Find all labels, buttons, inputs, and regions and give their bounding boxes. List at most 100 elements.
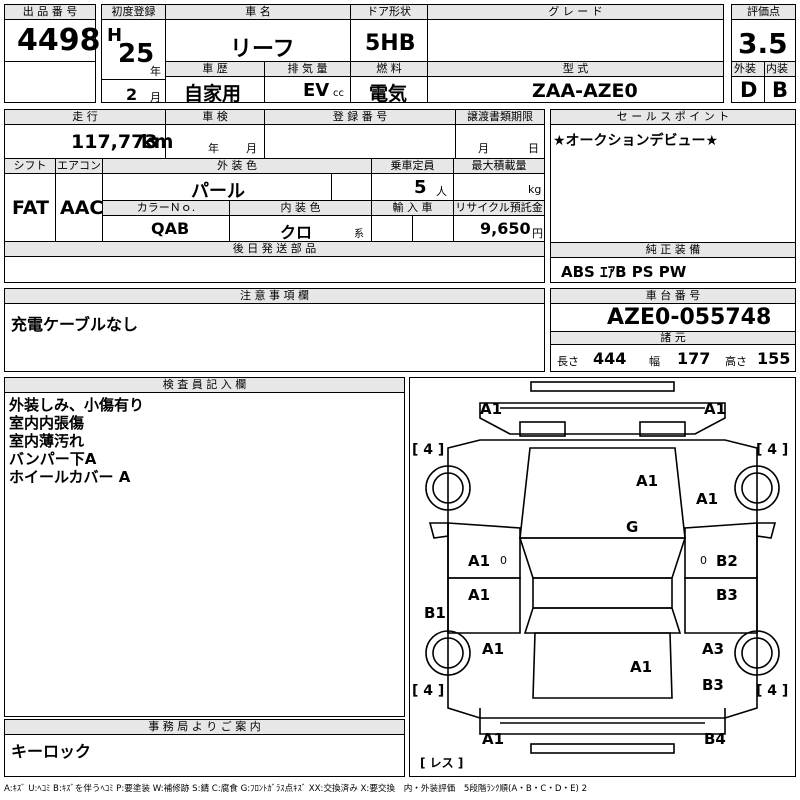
inspector-note-line: 室内内張傷 bbox=[9, 414, 85, 432]
length-label: 長さ bbox=[557, 355, 579, 368]
sales-point-box: セ ー ル ス ポ イ ン ト ★オークションデビュー★ bbox=[550, 109, 796, 243]
displacement-box: 排 気 量 EV cc bbox=[264, 61, 351, 103]
inspection-month-unit: 月 bbox=[246, 142, 257, 155]
year-value: 25 bbox=[118, 39, 155, 69]
later-parts-box: 後 日 発 送 部 品 bbox=[4, 241, 545, 283]
inspection-year-unit: 年 bbox=[208, 142, 219, 155]
door-value: 5HB bbox=[365, 31, 416, 56]
import-label: 輸 入 車 bbox=[372, 201, 453, 216]
height-label: 高さ bbox=[725, 355, 747, 368]
damage-rear-hatch: A1 bbox=[630, 658, 653, 676]
mileage-box: 走 行 117,773 km bbox=[4, 109, 173, 159]
color-no-box: カラーＮｏ. QAB bbox=[102, 200, 230, 242]
notes-box: 注 意 事 項 欄 充電ケーブルなし bbox=[4, 288, 545, 372]
damage-windshield: G bbox=[626, 518, 639, 536]
maxload-unit: kg bbox=[528, 183, 542, 196]
damage-front-right-corner: A1 bbox=[704, 400, 727, 418]
notes-label: 注 意 事 項 欄 bbox=[5, 289, 544, 304]
specs-label: 諸 元 bbox=[551, 332, 795, 345]
grade-box: グ レ ー ド bbox=[427, 4, 724, 62]
interior-color-label: 内 装 色 bbox=[230, 201, 371, 216]
displacement-unit: cc bbox=[333, 88, 344, 99]
exterior-label: 外装 bbox=[734, 62, 756, 75]
spare-tire-mark: [ レス ] bbox=[420, 756, 464, 770]
mileage-value: 117,773 bbox=[71, 131, 158, 153]
model-value: ZAA-AZE0 bbox=[532, 80, 638, 102]
tire-mark-front-left: [ 4 ] bbox=[412, 442, 445, 458]
ac-label: エアコン bbox=[56, 159, 102, 174]
capacity-unit: 人 bbox=[436, 185, 447, 198]
fuel-label: 燃 料 bbox=[351, 62, 427, 77]
inspector-note-line: 外装しみ、小傷有り bbox=[9, 396, 145, 414]
equipment-label: 純 正 装 備 bbox=[551, 243, 795, 258]
inspector-note-line: 室内薄汚れ bbox=[9, 432, 85, 450]
damage-right-rear-door: B3 bbox=[716, 586, 738, 604]
import-box: 輸 入 車 bbox=[371, 200, 454, 242]
car-name-value: リーフ bbox=[230, 37, 295, 62]
recycle-box: リサイクル預託金 9,650 円 bbox=[453, 200, 545, 242]
transfer-box: 譲渡書類期限 月 日 bbox=[455, 109, 545, 159]
history-label: 車 歴 bbox=[166, 62, 264, 77]
fuel-value: 電気 bbox=[369, 83, 408, 105]
tire-mark-front-right: [ 4 ] bbox=[756, 442, 789, 458]
inspector-note-line: バンパー下A bbox=[9, 450, 97, 468]
exterior-interior-box: 外装 内装 D B bbox=[731, 61, 796, 103]
displacement-value: EV bbox=[303, 80, 330, 101]
specs-box: 諸 元 長さ 444 幅 177 高さ 155 bbox=[550, 331, 796, 372]
grade-label: グ レ ー ド bbox=[428, 5, 723, 20]
transfer-day-unit: 日 bbox=[528, 142, 539, 155]
exterior-value: D bbox=[740, 78, 758, 102]
interior-color-unit: 系 bbox=[354, 229, 364, 240]
tire-mark-rear-right: [ 4 ] bbox=[756, 683, 789, 699]
zero-mark-right: 0 bbox=[700, 554, 707, 567]
maxload-label: 最大積載量 bbox=[454, 159, 544, 174]
damage-diagram: [ 4 ] [ 4 ] [ 4 ] [ 4 ] [ レス ] 0 0 A1 A1… bbox=[409, 377, 796, 777]
sales-point-text: ★オークションデビュー★ bbox=[553, 133, 719, 149]
year-unit: 年 bbox=[150, 65, 161, 78]
legend-text: A:ｷｽﾞ U:ﾍｺﾐ B:ｷｽﾞを伴うﾍｺﾐ P:要塗装 W:補修跡 S:錆 … bbox=[4, 784, 588, 794]
first-registration-label: 初度登録 bbox=[102, 5, 165, 20]
chassis-value: AZE0-055748 bbox=[607, 305, 772, 330]
damage-right-rear-fender: A3 bbox=[702, 640, 725, 658]
damage-right-quarter: B3 bbox=[702, 676, 724, 694]
color-no-label: カラーＮｏ. bbox=[103, 201, 229, 216]
equipment-box: 純 正 装 備 ABS ｴｱB PS PW bbox=[550, 242, 796, 283]
width-label: 幅 bbox=[649, 355, 660, 368]
mileage-label: 走 行 bbox=[5, 110, 165, 125]
chassis-label: 車 台 番 号 bbox=[551, 289, 795, 304]
notes-text: 充電ケーブルなし bbox=[11, 315, 139, 334]
exterior-color-box: 外 装 色 パール bbox=[102, 158, 372, 202]
damage-rear-left-corner: A1 bbox=[482, 730, 505, 748]
ac-box: エアコン AAC bbox=[55, 158, 103, 242]
sales-point-label: セ ー ル ス ポ イ ン ト bbox=[551, 110, 795, 125]
first-registration-box: 初度登録 H 25 年 2 月 bbox=[101, 4, 166, 104]
lot-number-value: 4498 bbox=[17, 23, 101, 58]
width-value: 177 bbox=[677, 349, 711, 368]
length-value: 444 bbox=[593, 349, 627, 368]
shift-value: FAT bbox=[12, 197, 49, 219]
registration-label: 登 録 番 号 bbox=[265, 110, 455, 125]
door-box: ドア形状 5HB bbox=[350, 4, 428, 62]
transfer-label: 譲渡書類期限 bbox=[456, 110, 544, 125]
score-label: 評価点 bbox=[732, 5, 795, 20]
fuel-box: 燃 料 電気 bbox=[350, 61, 428, 105]
shift-box: シフト FAT bbox=[4, 158, 56, 242]
office-notes-box: 事 務 局 よ り ご 案 内 キーロック bbox=[4, 719, 405, 777]
model-box: 型 式 ZAA-AZE0 bbox=[427, 61, 724, 103]
door-label: ドア形状 bbox=[351, 5, 427, 20]
inspector-note-line: ホイールカバー A bbox=[9, 468, 131, 486]
inspector-notes-label: 検 査 員 記 入 欄 bbox=[5, 378, 404, 393]
inspector-notes-list: 外装しみ、小傷有り 室内内張傷 室内薄汚れ バンパー下A ホイールカバー A bbox=[9, 396, 144, 486]
damage-left-front-door: A1 bbox=[468, 552, 491, 570]
damage-right-front-fender: A1 bbox=[696, 490, 719, 508]
month-value: 2 bbox=[126, 85, 138, 104]
model-label: 型 式 bbox=[428, 62, 723, 77]
damage-hood: A1 bbox=[636, 472, 659, 490]
interior-value: B bbox=[772, 78, 789, 102]
displacement-label: 排 気 量 bbox=[265, 62, 350, 77]
zero-mark-left: 0 bbox=[500, 554, 507, 567]
history-box: 車 歴 自家用 bbox=[165, 61, 265, 105]
car-name-label: 車 名 bbox=[166, 5, 350, 20]
history-value: 自家用 bbox=[184, 83, 242, 105]
recycle-label: リサイクル預託金 bbox=[454, 201, 544, 216]
